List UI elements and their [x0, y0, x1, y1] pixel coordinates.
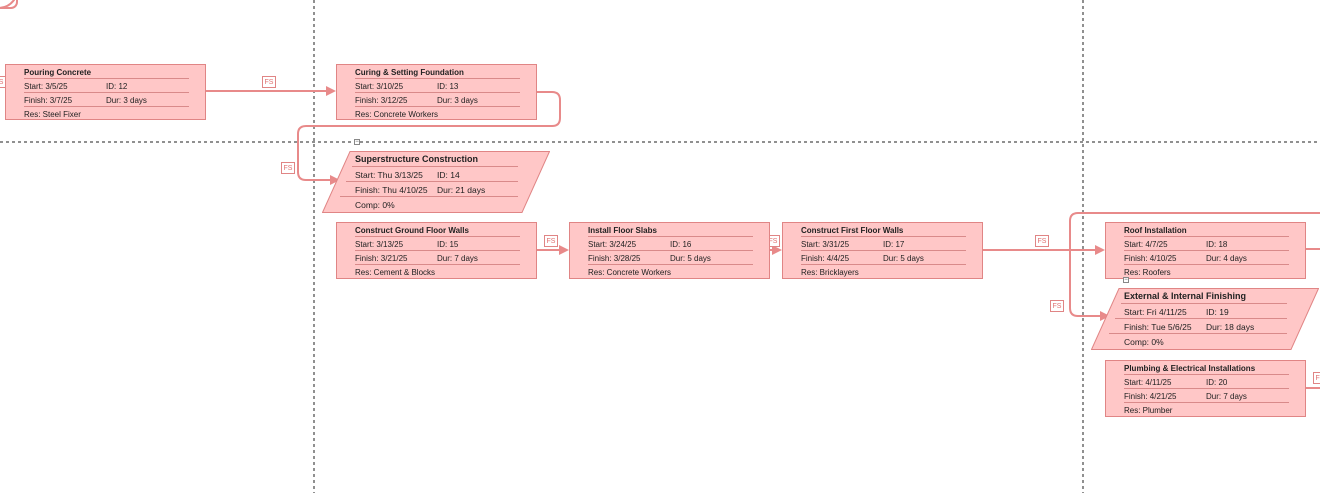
task-start: Start: 3/31/25 — [801, 240, 850, 249]
task-resource: Res: Plumber — [1124, 406, 1173, 415]
task-title: Roof Installation — [1124, 226, 1187, 235]
task-duration: Dur: 3 days — [437, 96, 478, 105]
summary-title: Superstructure Construction — [355, 154, 479, 164]
task-node-construct-first-floor-walls[interactable]: Construct First Floor Walls Start: 3/31/… — [782, 222, 983, 279]
summary-node-external-internal-finishing[interactable]: External & Internal Finishing Start: Fri… — [1091, 288, 1319, 350]
task-title: Pouring Concrete — [24, 68, 92, 77]
arrow-heads — [326, 86, 1110, 321]
summary-id: ID: 19 — [1206, 307, 1229, 317]
task-duration: Dur: 4 days — [1206, 254, 1247, 263]
task-start: Start: 3/24/25 — [588, 240, 637, 249]
task-duration: Dur: 7 days — [1206, 392, 1247, 401]
fs-label: FS — [1050, 300, 1064, 312]
task-duration: Dur: 7 days — [437, 254, 478, 263]
task-node-construct-ground-floor-walls[interactable]: Construct Ground Floor Walls Start: 3/13… — [336, 222, 537, 279]
summary-finish: Finish: Thu 4/10/25 — [355, 185, 428, 195]
task-resource: Res: Roofers — [1124, 268, 1171, 277]
task-id: ID: 20 — [1206, 378, 1228, 387]
summary-duration: Dur: 18 days — [1206, 322, 1255, 332]
link-18-19 — [1069, 212, 1320, 317]
task-start: Start: 3/13/25 — [355, 240, 404, 249]
summary-id: ID: 14 — [437, 170, 460, 180]
task-finish: Finish: 4/21/25 — [1124, 392, 1177, 401]
link-13-14 — [297, 91, 561, 181]
task-finish: Finish: 3/12/25 — [355, 96, 408, 105]
task-resource: Res: Concrete Workers — [588, 268, 671, 277]
task-id: ID: 15 — [437, 240, 459, 249]
task-resource: Res: Bricklayers — [801, 268, 859, 277]
collapse-toggle[interactable]: − — [354, 139, 360, 145]
summary-start: Start: Fri 4/11/25 — [1124, 307, 1187, 317]
fs-label: FS — [1313, 372, 1320, 384]
task-duration: Dur: 5 days — [670, 254, 711, 263]
fs-label: FS — [281, 162, 295, 174]
fs-label: FS — [1035, 235, 1049, 247]
task-id: ID: 13 — [437, 82, 459, 91]
task-title: Curing & Setting Foundation — [355, 68, 464, 77]
task-finish: Finish: 3/21/25 — [355, 254, 408, 263]
task-resource: Res: Cement & Blocks — [355, 268, 436, 277]
task-node-plumbing-electrical-installations[interactable]: Plumbing & Electrical Installations Star… — [1105, 360, 1306, 417]
task-start: Start: 4/7/25 — [1124, 240, 1168, 249]
task-id: ID: 18 — [1206, 240, 1228, 249]
task-resource: Res: Concrete Workers — [355, 110, 438, 119]
summary-complete: Comp: 0% — [1124, 337, 1164, 347]
task-id: ID: 17 — [883, 240, 905, 249]
task-node-roof-installation[interactable]: Roof Installation Start: 4/7/25 ID: 18 F… — [1105, 222, 1306, 279]
summary-start: Start: Thu 3/13/25 — [355, 170, 423, 180]
task-title: Construct First Floor Walls — [801, 226, 904, 235]
summary-node-superstructure-construction[interactable]: Superstructure Construction Start: Thu 3… — [322, 151, 550, 213]
summary-finish: Finish: Tue 5/6/25 — [1124, 322, 1192, 332]
fs-label: FS — [544, 235, 558, 247]
task-resource: Res: Steel Fixer — [24, 110, 81, 119]
task-start: Start: 3/5/25 — [24, 82, 68, 91]
task-node-pouring-concrete[interactable]: Pouring Concrete Start: 3/5/25 ID: 12 Fi… — [5, 64, 206, 120]
task-node-install-floor-slabs[interactable]: Install Floor Slabs Start: 3/24/25 ID: 1… — [569, 222, 770, 279]
task-node-curing-setting-foundation[interactable]: Curing & Setting Foundation Start: 3/10/… — [336, 64, 537, 120]
task-title: Plumbing & Electrical Installations — [1124, 364, 1256, 373]
task-finish: Finish: 4/4/25 — [801, 254, 850, 263]
summary-duration: Dur: 21 days — [437, 185, 486, 195]
task-id: ID: 12 — [106, 82, 128, 91]
task-finish: Finish: 3/7/25 — [24, 96, 73, 105]
task-title: Install Floor Slabs — [588, 226, 657, 235]
task-title: Construct Ground Floor Walls — [355, 226, 469, 235]
task-finish: Finish: 3/28/25 — [588, 254, 641, 263]
task-duration: Dur: 5 days — [883, 254, 924, 263]
task-start: Start: 3/10/25 — [355, 82, 404, 91]
task-finish: Finish: 4/10/25 — [1124, 254, 1177, 263]
task-duration: Dur: 3 days — [106, 96, 147, 105]
link-lines — [0, 0, 1320, 389]
offscreen-link-fragment — [0, 0, 18, 9]
summary-title: External & Internal Finishing — [1124, 291, 1247, 301]
collapse-toggle[interactable]: − — [1123, 277, 1129, 283]
task-id: ID: 16 — [670, 240, 692, 249]
task-start: Start: 4/11/25 — [1124, 378, 1172, 387]
fs-label: FS — [262, 76, 276, 88]
summary-complete: Comp: 0% — [355, 200, 395, 210]
